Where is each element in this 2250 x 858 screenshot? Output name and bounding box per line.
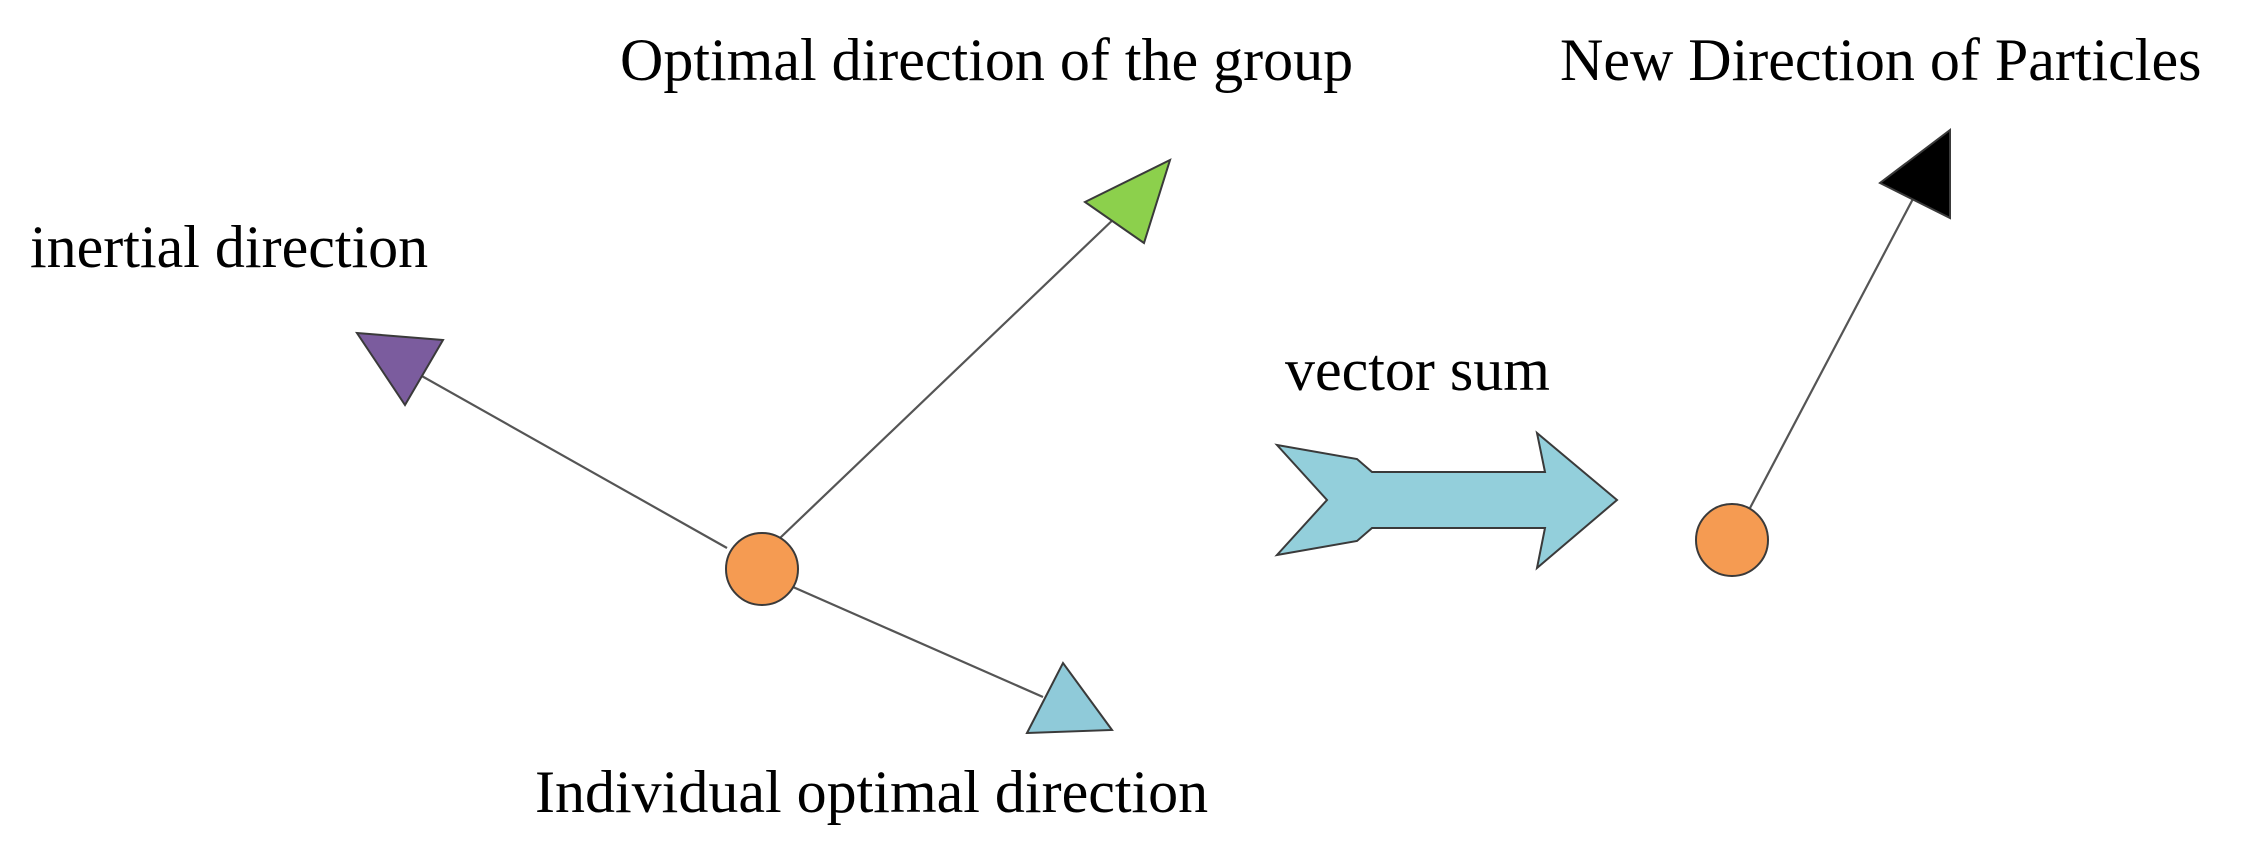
- inertial-arrowhead: [355, 331, 445, 407]
- label-inertial: inertial direction: [30, 214, 428, 280]
- new-direction-line: [1749, 194, 1916, 509]
- new-direction-arrowhead: [1878, 127, 1951, 220]
- individual-vector-line: [792, 585, 1044, 699]
- vector-sum-arrow: [1274, 430, 1619, 571]
- group-arrowhead: [1083, 158, 1172, 245]
- new-particle-circle: [1695, 503, 1769, 577]
- label-new-direction: New Direction of Particles: [1560, 27, 2201, 93]
- particle-circle: [725, 532, 799, 606]
- label-individual-optimal: Individual optimal direction: [535, 759, 1208, 825]
- inertial-vector-line: [419, 374, 728, 549]
- label-vector-sum: vector sum: [1285, 337, 1550, 403]
- group-vector-line: [779, 214, 1119, 539]
- label-group-optimal: Optimal direction of the group: [620, 27, 1353, 93]
- individual-arrowhead: [1025, 661, 1114, 735]
